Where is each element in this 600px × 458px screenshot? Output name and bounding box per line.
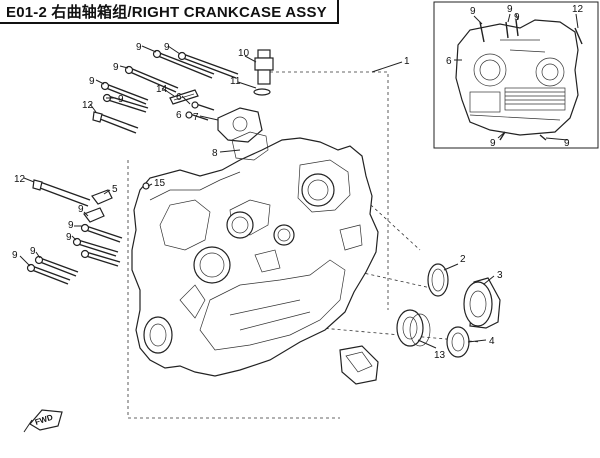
inset-view xyxy=(433,1,599,149)
bearings-and-seals xyxy=(339,263,501,385)
callout-9: 9 xyxy=(30,246,36,257)
callout-1: 1 xyxy=(404,56,410,67)
diagram-title: E01-2 右曲轴箱组/RIGHT CRANKCASE ASSY xyxy=(0,0,339,24)
callout-2: 2 xyxy=(460,254,466,265)
callout-9: 9 xyxy=(118,94,124,105)
callout-9: 9 xyxy=(113,62,119,73)
callout-13: 13 xyxy=(434,350,446,361)
callout-10: 10 xyxy=(238,48,250,59)
callout-9: 9 xyxy=(514,12,520,23)
callout-12: 12 xyxy=(82,100,94,111)
right-crankcase xyxy=(127,71,481,419)
callout-7: 7 xyxy=(193,112,199,123)
callout-9: 9 xyxy=(507,4,513,15)
bolts xyxy=(26,49,239,285)
callout-14: 14 xyxy=(156,84,168,95)
callout-9: 9 xyxy=(78,204,84,215)
callout-labels: 9 9 9 12 6 9 9 9 9 9 9 9 12 10 11 14 6 6… xyxy=(12,4,584,361)
callout-6: 6 xyxy=(176,92,182,103)
leader-lines xyxy=(19,45,495,349)
callout-9: 9 xyxy=(66,232,72,243)
callout-9: 9 xyxy=(89,76,95,87)
callout-12: 12 xyxy=(14,174,26,185)
callout-9: 9 xyxy=(564,138,570,149)
callout-9: 9 xyxy=(470,6,476,17)
diagram-title-text: E01-2 右曲轴箱组/RIGHT CRANKCASE ASSY xyxy=(6,3,327,21)
callout-8: 8 xyxy=(212,148,218,159)
callout-15: 15 xyxy=(154,178,166,189)
callout-9: 9 xyxy=(490,138,496,149)
callout-3: 3 xyxy=(497,270,503,281)
callout-5: 5 xyxy=(112,184,118,195)
callout-12: 12 xyxy=(572,4,584,15)
fwd-arrow-icon: FWD xyxy=(23,409,63,433)
callout-9: 9 xyxy=(12,250,18,261)
callout-9: 9 xyxy=(136,42,142,53)
callout-11: 11 xyxy=(230,76,241,87)
callout-9: 9 xyxy=(164,42,170,53)
callout-9: 9 xyxy=(68,220,74,231)
callout-6: 6 xyxy=(446,56,452,67)
water-fitting-assembly xyxy=(169,49,274,161)
callout-6: 6 xyxy=(176,110,182,121)
callout-4: 4 xyxy=(489,336,495,347)
